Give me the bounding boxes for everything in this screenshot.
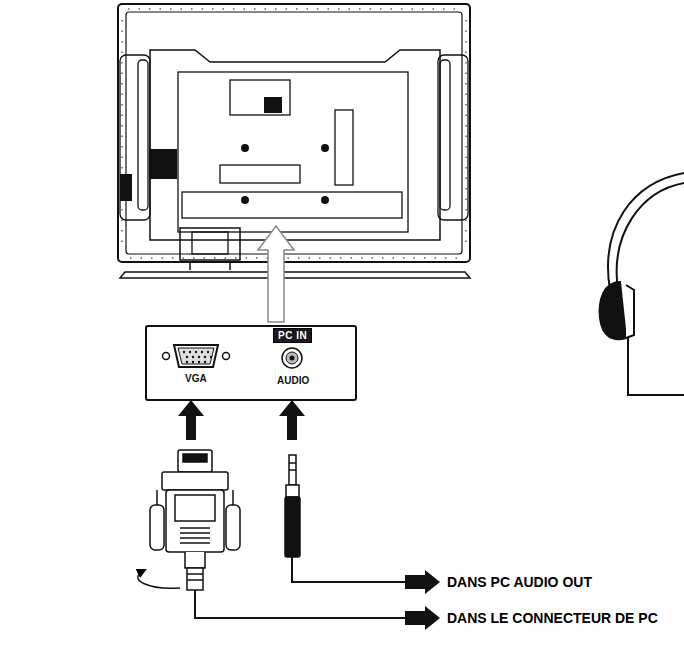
callout-text: DANS PC AUDIO OUT (446, 574, 593, 590)
audio-jack-ring (286, 352, 298, 364)
port-label: AUDIO (277, 375, 309, 386)
vga-pin (204, 356, 206, 358)
vga-pin (189, 351, 191, 353)
vga-screw (163, 353, 170, 360)
audio-jack (282, 348, 302, 368)
vga-screw (223, 353, 230, 360)
vga-pin (195, 351, 197, 353)
hollow-arrow (258, 226, 294, 322)
cables (195, 557, 410, 618)
vga-pin (198, 356, 200, 358)
port-label: VGA (185, 373, 207, 384)
connector-panel: PC IN VGA AUDIO (145, 325, 357, 401)
vga-pin (192, 361, 194, 363)
headphones (600, 172, 684, 395)
callout-text: DANS LE CONNECTEUR DE PC (446, 610, 659, 626)
panel-ports (147, 327, 359, 403)
vga-pin (186, 356, 188, 358)
vga-pin (201, 351, 203, 353)
vga-pin (198, 361, 200, 363)
vga-pin (192, 356, 194, 358)
insert-arrows (178, 400, 305, 440)
audio-jack-hole (290, 356, 295, 361)
vga-plug (150, 450, 240, 590)
vga-port-inner (178, 348, 214, 364)
vga-pin (204, 361, 206, 363)
panel-heading: PC IN (273, 328, 312, 343)
vga-pin (186, 361, 188, 363)
vga-pin (210, 356, 212, 358)
audio-plug (285, 455, 300, 557)
vga-pin (207, 351, 209, 353)
cable-arrows (405, 570, 440, 630)
rotate-arrow (138, 570, 180, 588)
tv-rear (118, 4, 470, 278)
vga-pin (183, 351, 185, 353)
vga-port (174, 345, 218, 367)
